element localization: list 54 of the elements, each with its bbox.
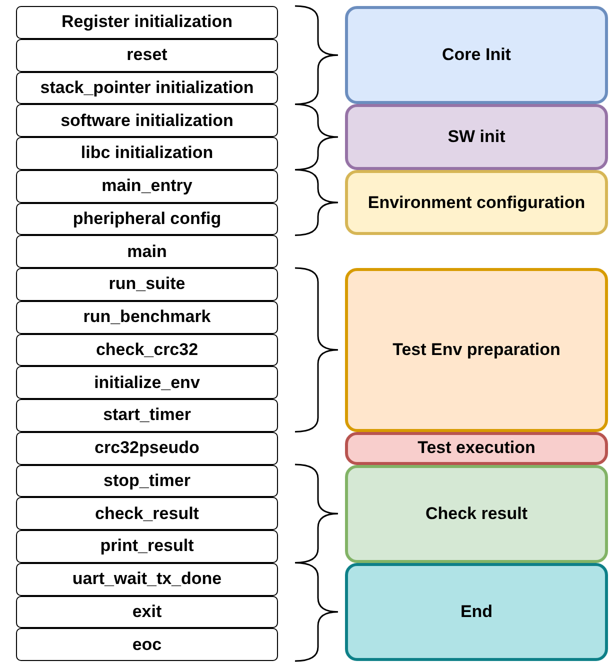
step-box <box>16 72 278 104</box>
phase-label: Check result <box>424 504 529 524</box>
step-label: eoc <box>132 634 162 655</box>
step-box <box>16 366 278 399</box>
step-box <box>16 497 278 530</box>
phase-label: SW init <box>446 127 506 147</box>
phase-label: Test Env preparation <box>392 340 562 360</box>
step-label: check_result <box>95 504 199 524</box>
phase-box <box>345 268 608 432</box>
step-box <box>16 464 278 498</box>
step-label: software initialization <box>60 110 234 131</box>
step-box <box>16 6 278 39</box>
step-box <box>16 596 278 628</box>
phase-label: Core Init <box>441 45 512 66</box>
step-label: stop_timer <box>104 470 190 491</box>
step-label: run_benchmark <box>83 307 211 328</box>
phase-box <box>345 6 608 104</box>
step-label: uart_wait_tx_done <box>72 569 222 590</box>
step-label: main_entry <box>102 176 192 196</box>
step-box <box>16 300 278 334</box>
step-box <box>16 104 278 137</box>
step-label: run_suite <box>108 274 186 294</box>
step-label: pheripheral config <box>72 208 222 229</box>
step-label: stack_pointer initialization <box>40 78 254 98</box>
step-label: exit <box>132 602 162 622</box>
step-label: Register initialization <box>62 12 232 32</box>
phase-label: End <box>459 602 494 622</box>
step-box <box>16 38 278 72</box>
step-box <box>16 562 278 596</box>
step-box <box>16 137 278 170</box>
step-label: check_crc32 <box>96 340 198 360</box>
step-label: print_result <box>100 536 194 556</box>
step-box <box>16 530 278 563</box>
phase-box <box>345 104 608 170</box>
step-box <box>16 399 278 432</box>
phase-label: Environment configuration <box>366 192 586 212</box>
step-box <box>16 202 278 236</box>
step-box <box>16 334 278 366</box>
phase-label: Test execution <box>416 438 536 458</box>
step-box <box>16 170 278 202</box>
step-label: initialize_env <box>94 372 200 393</box>
step-label: main <box>127 242 167 262</box>
step-label: start_timer <box>103 405 191 426</box>
phase-box <box>345 562 608 661</box>
step-label: reset <box>126 45 168 66</box>
step-box <box>16 235 278 268</box>
phase-box <box>345 464 608 563</box>
step-box <box>16 268 278 301</box>
phase-box <box>345 170 608 236</box>
step-box <box>16 628 278 661</box>
step-label: crc32pseudo <box>94 438 200 458</box>
step-box <box>16 432 278 464</box>
phase-box <box>345 432 608 464</box>
step-label: libc initialization <box>80 143 214 164</box>
